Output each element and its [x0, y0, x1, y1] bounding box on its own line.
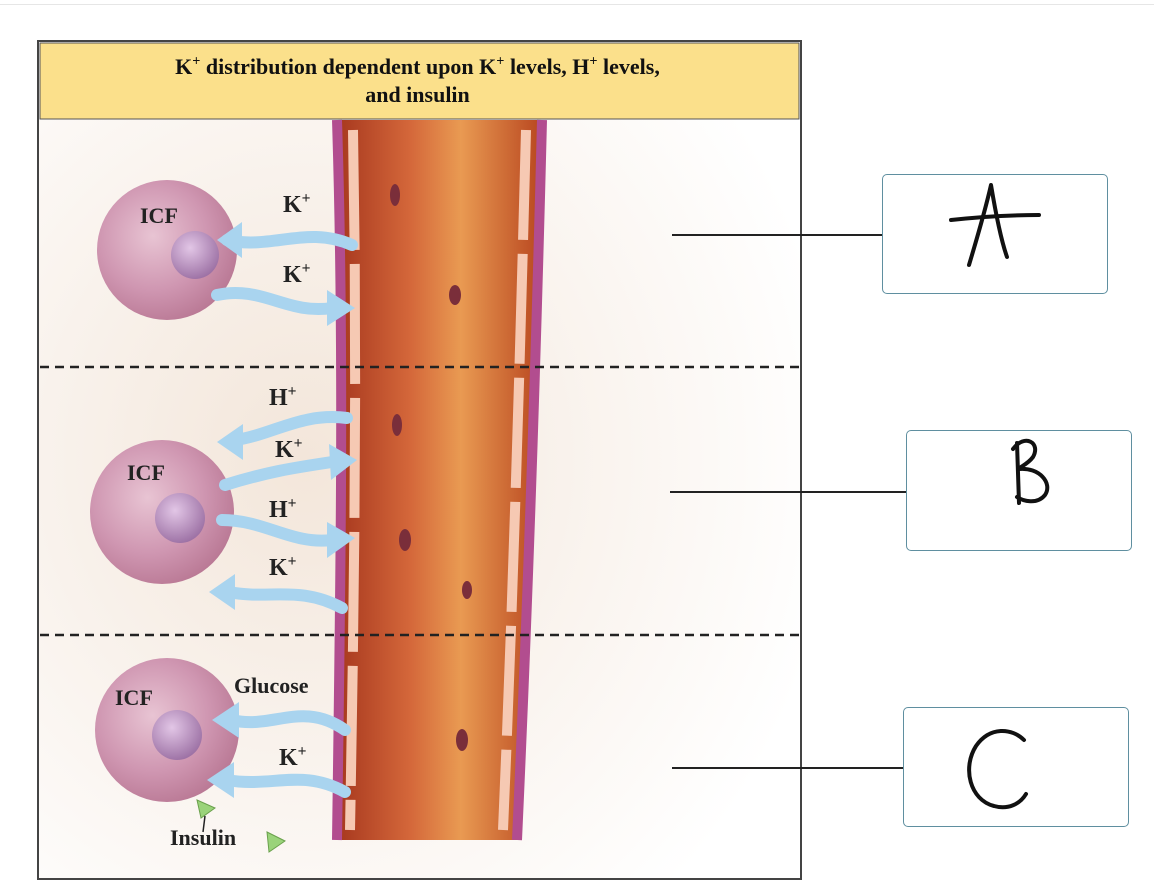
arrow-b-h-out — [216, 514, 338, 547]
ion-label-k: K+ — [275, 435, 303, 463]
ion-label-h: H+ — [269, 495, 297, 523]
answer-box-c[interactable]: C — [903, 707, 1129, 827]
cell-b-nucleus — [155, 493, 205, 543]
vessel-endothelium-right — [498, 129, 531, 831]
title-line-2: and insulin — [365, 82, 470, 107]
insulin-label: Insulin — [170, 825, 237, 850]
answer-box-a[interactable]: A — [882, 174, 1108, 294]
arrowhead — [327, 290, 355, 326]
arrow-c-k-in — [221, 773, 351, 798]
arrow-b-h-in — [229, 411, 353, 446]
vessel-nucleus — [449, 285, 461, 305]
title-line-1: K+ distribution dependent upon K+ levels… — [175, 53, 660, 79]
ion-label-k: K+ — [279, 743, 307, 771]
insulin-marker — [196, 799, 217, 819]
blood-vessel — [339, 120, 542, 840]
arrowhead — [217, 222, 242, 258]
insulin-marker — [266, 831, 286, 853]
handwritten-letter-b — [1011, 438, 1050, 505]
arrow-b-k-out — [219, 456, 338, 491]
cell-a — [97, 180, 237, 320]
icf-label-b: ICF — [127, 460, 165, 485]
arrowhead — [212, 702, 239, 738]
vessel-nucleus — [399, 529, 411, 551]
icf-label-c: ICF — [115, 685, 153, 710]
vessel-nucleus — [392, 414, 402, 436]
insulin-pointer — [202, 815, 206, 833]
arrow-c-glucose-in — [226, 710, 351, 736]
vessel-nucleus — [390, 184, 400, 206]
ion-label-k: K+ — [269, 553, 297, 581]
icf-label-a: ICF — [140, 203, 178, 228]
leader-line-b — [670, 491, 906, 493]
vessel-nucleus — [456, 729, 468, 751]
arrow-a-out — [211, 286, 338, 316]
top-divider — [0, 4, 1154, 5]
leader-line-c — [672, 767, 904, 769]
arrowhead — [217, 424, 243, 460]
leader-line-a — [672, 234, 882, 236]
glucose-label: Glucose — [234, 673, 309, 698]
vessel-nucleus — [462, 581, 472, 599]
arrow-a-in — [221, 231, 358, 251]
handwritten-letter-a — [949, 183, 1041, 267]
cell-a-nucleus — [171, 231, 219, 279]
arrowhead — [329, 444, 357, 480]
diagram-title: K+ distribution dependent upon K+ levels… — [40, 43, 795, 119]
ion-label-k: K+ — [283, 260, 311, 288]
potassium-distribution-diagram: K+ distribution dependent upon K+ levels… — [37, 40, 802, 880]
handwritten-letter-c — [967, 729, 1028, 810]
arrow-b-k-in — [223, 586, 348, 614]
arrowhead — [207, 762, 234, 798]
arrowhead — [209, 574, 235, 610]
ion-label-h: H+ — [269, 383, 297, 411]
vessel-wall-right — [512, 119, 547, 841]
cell-c-nucleus — [152, 710, 202, 760]
ion-label-k: K+ — [283, 190, 311, 218]
vessel-endothelium-left — [345, 129, 361, 831]
answer-box-b[interactable]: B — [906, 430, 1132, 551]
arrowhead — [327, 522, 355, 558]
diagram-artwork — [37, 40, 802, 880]
title-band — [39, 42, 800, 120]
